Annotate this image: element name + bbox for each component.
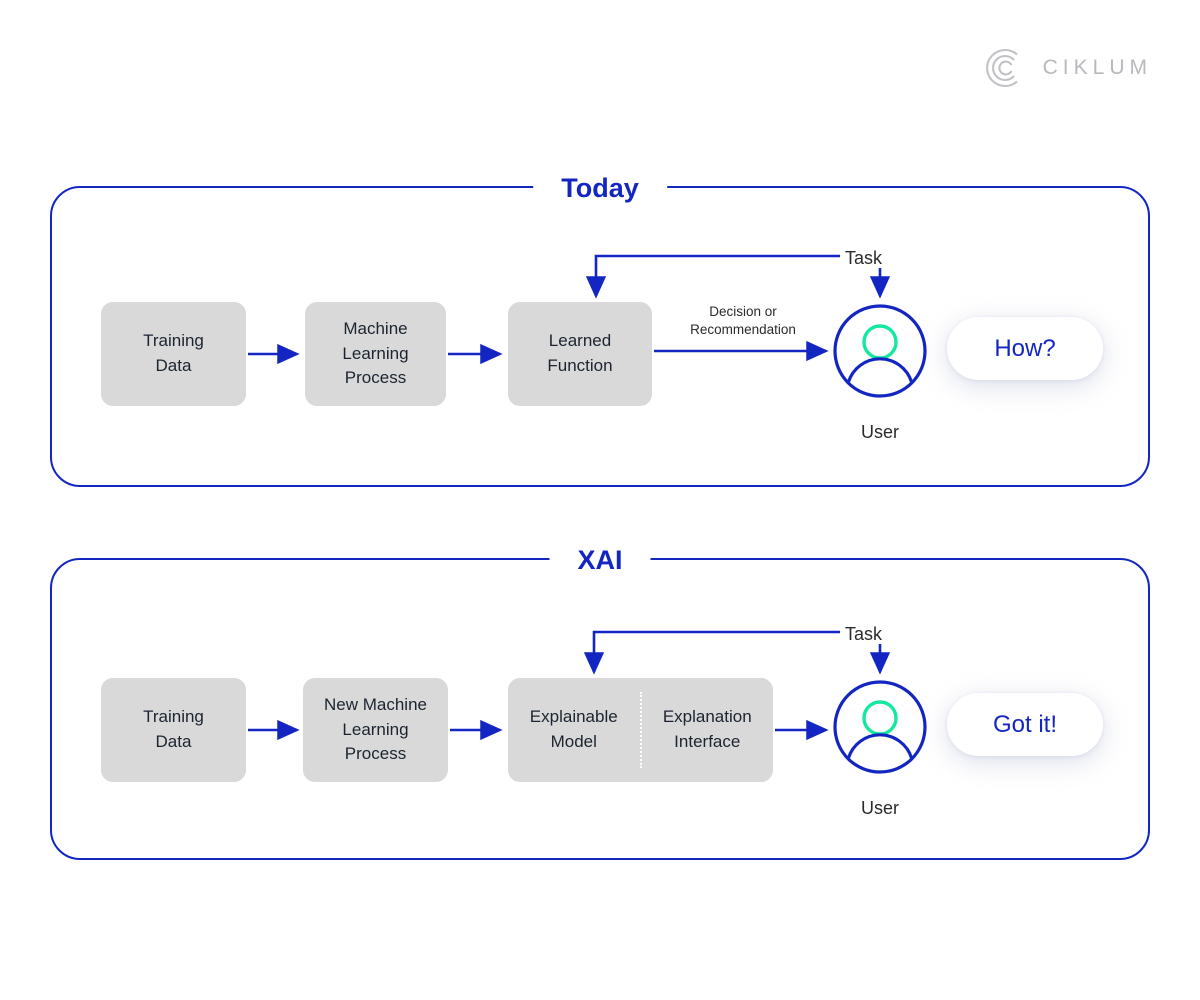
label-line-2: Recommendation	[690, 322, 796, 338]
brand-wordmark: CIKLUM	[1042, 56, 1152, 79]
user-label-today: User	[860, 422, 899, 442]
box-explainable-model-and-interface: Explainable Model Explanation Interface	[508, 678, 773, 782]
speech-pill-how[interactable]: How?	[947, 317, 1103, 380]
user-label-xai: User	[860, 798, 899, 818]
user-avatar-xai	[831, 678, 929, 776]
box-line-1: New Machine	[324, 695, 427, 715]
box-learned-function: Learned Function	[508, 302, 652, 406]
label-line-1: Decision or	[709, 304, 777, 319]
box-line-2: Model	[550, 732, 597, 751]
box-line-2: Learning	[342, 719, 409, 739]
box-line-2: Learning	[342, 343, 409, 363]
box-line-2: Data	[155, 356, 192, 375]
ciklum-c-mark-icon	[985, 48, 1018, 88]
box-line-1: Explainable	[529, 707, 618, 727]
speech-pill-got-it[interactable]: Got it!	[947, 693, 1103, 756]
box-line-2: Interface	[674, 732, 741, 751]
box-training-data-today: Training Data	[101, 302, 246, 406]
box-line-1: Learned	[548, 331, 612, 351]
panel-xai-title: XAI	[549, 540, 651, 580]
box-training-data-xai: Training Data	[101, 678, 246, 782]
box-line-2: Data	[155, 732, 192, 751]
box-new-machine-learning-process: New Machine Learning Process	[303, 678, 448, 782]
decision-or-recommendation-label: Decision or Recommendation	[666, 303, 820, 339]
brand-logo: CIKLUM	[983, 46, 1152, 90]
box-line-1: Training	[143, 331, 204, 351]
task-label-today: Task	[845, 248, 883, 268]
panel-xai: XAI	[50, 540, 1150, 860]
box-line-3: Process	[344, 368, 407, 388]
panel-today-title: Today	[533, 168, 667, 208]
box-machine-learning-process: Machine Learning Process	[305, 302, 446, 406]
box-line-1: Explanation	[662, 707, 752, 727]
user-avatar-today	[831, 302, 929, 400]
box-line-1: Machine	[343, 319, 408, 339]
box-divider	[639, 691, 642, 769]
box-half-explainable-model: Explainable Model	[508, 678, 640, 782]
panel-today: Today	[50, 168, 1150, 487]
box-half-explanation-interface: Explanation Interface	[642, 678, 774, 782]
task-label-xai: Task	[845, 624, 883, 644]
box-line-2: Function	[547, 356, 613, 375]
box-line-3: Process	[344, 744, 407, 764]
box-line-1: Training	[143, 707, 204, 727]
